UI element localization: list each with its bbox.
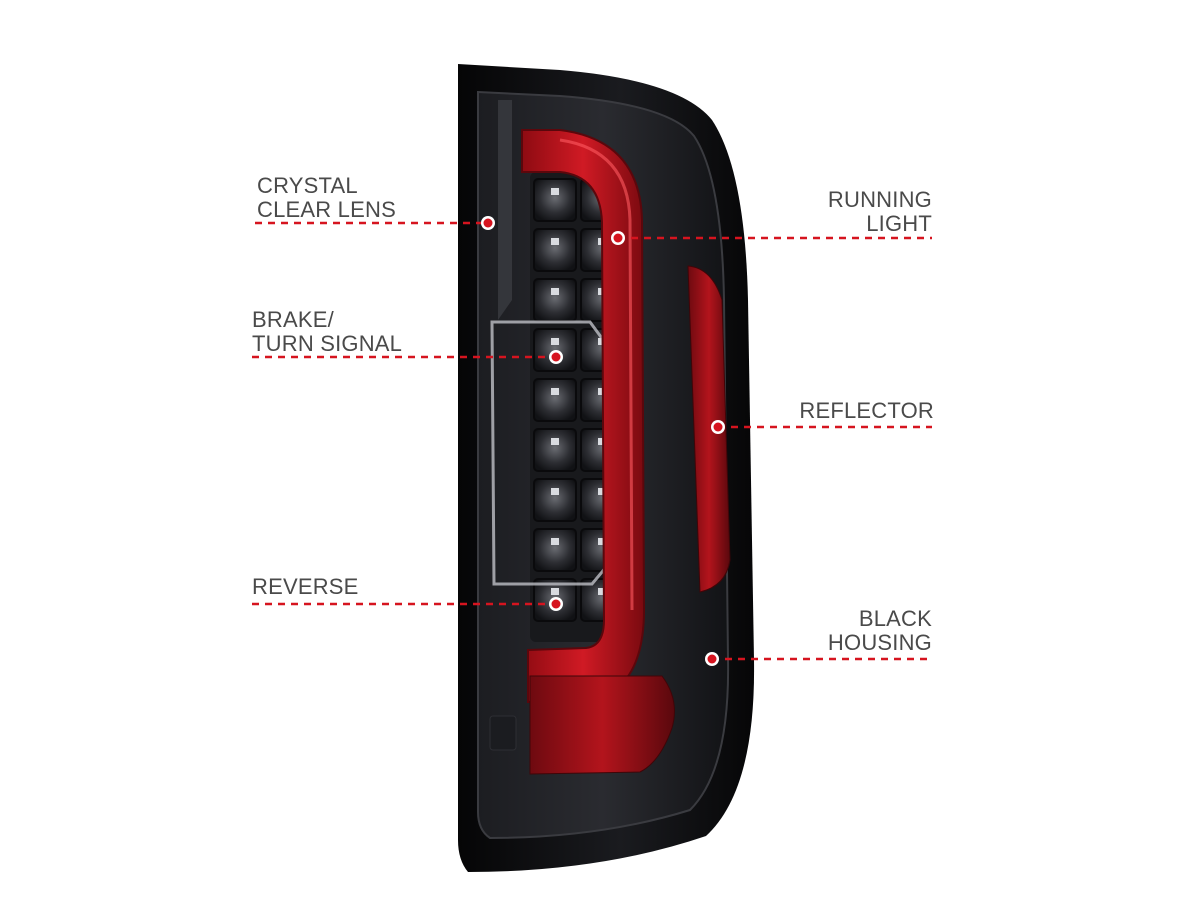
label-line: RUNNING <box>827 187 932 212</box>
led-cell <box>533 228 577 272</box>
bottom-reflector <box>529 675 675 775</box>
label-line: TURN SIGNAL <box>252 331 403 356</box>
label-line: LIGHT <box>866 211 932 236</box>
callout-dot <box>551 599 561 609</box>
label-line: BRAKE/ <box>252 307 334 332</box>
housing-tab <box>489 715 517 751</box>
label-brake-turn-signal: BRAKE/ TURN SIGNAL <box>252 308 402 356</box>
callout-dot <box>551 352 561 362</box>
label-line: HOUSING <box>827 630 932 655</box>
callout-dot <box>707 654 717 664</box>
callout-dot <box>713 422 723 432</box>
label-line: REFLECTOR <box>799 398 934 423</box>
label-line: CRYSTAL <box>257 173 358 198</box>
label-line: BLACK <box>858 606 932 631</box>
label-crystal-clear-lens: CRYSTAL CLEAR LENS <box>257 174 396 222</box>
side-reflector <box>687 265 731 593</box>
callout-lines <box>252 216 932 666</box>
callout-dot <box>613 233 623 243</box>
led-cell <box>533 328 577 372</box>
led-cell <box>533 428 577 472</box>
label-running-light: RUNNING LIGHT <box>828 188 932 236</box>
lens-highlight <box>498 100 512 320</box>
callout-dot <box>483 218 493 228</box>
led-cell <box>533 528 577 572</box>
label-black-housing: BLACK HOUSING <box>828 607 932 655</box>
label-line: CLEAR LENS <box>257 197 396 222</box>
label-reflector: REFLECTOR <box>799 399 934 423</box>
label-line: REVERSE <box>252 574 359 599</box>
led-cell <box>533 478 577 522</box>
label-reverse: REVERSE <box>252 575 359 599</box>
led-cell <box>533 378 577 422</box>
led-cell <box>533 278 577 322</box>
running-light-glow <box>559 138 634 611</box>
led-cell <box>533 178 577 222</box>
